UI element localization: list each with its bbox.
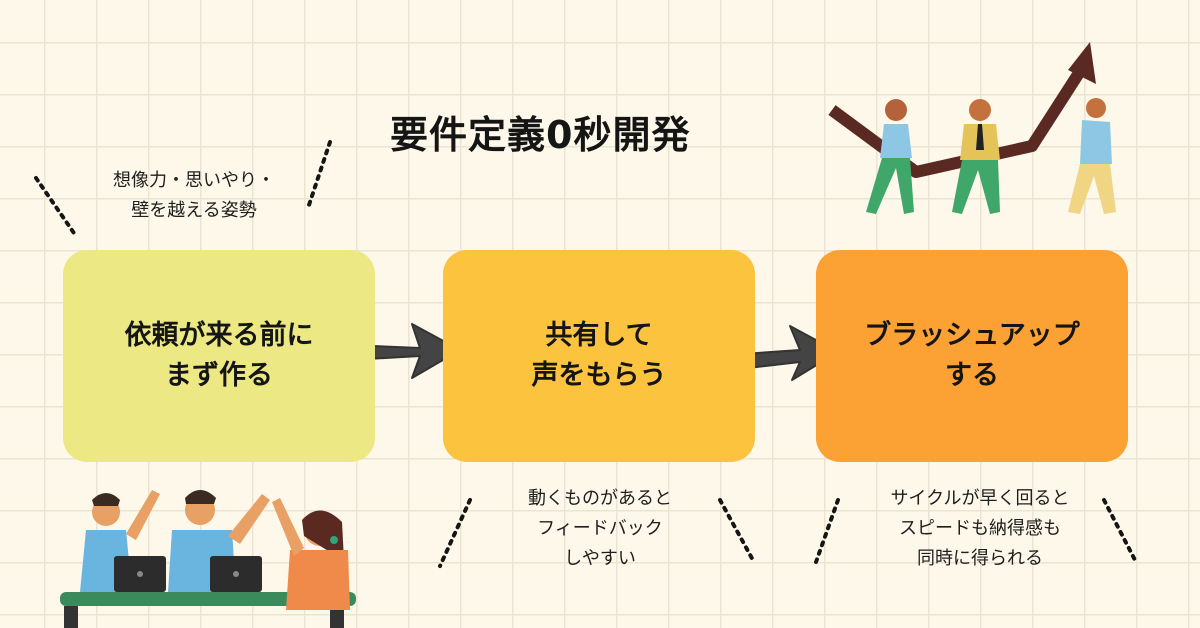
dotted-accent-note1-left (438, 498, 472, 568)
team-high-five-illustration (60, 490, 356, 628)
feedback-note-line: しやすい (564, 548, 636, 569)
dotted-accent-note1-right (718, 498, 756, 564)
feedback-note-line: フィードバック (537, 518, 663, 539)
step-2-line: 声をもらう (531, 360, 667, 391)
step-card-3: ブラッシュアップ する (816, 250, 1128, 462)
cycle-note-line: スピードも納得感も (899, 518, 1061, 539)
step-card-2: 共有して 声をもらう (443, 250, 755, 462)
step-2-line: 共有して (545, 320, 653, 351)
dotted-accent-note2-right (1102, 498, 1138, 564)
team-lifting-arrow-illustration (828, 42, 1116, 214)
step-1-line: 依頼が来る前に (124, 320, 314, 351)
page-title: 要件定義0秒開発 (390, 113, 691, 157)
step-card-1: 依頼が来る前に まず作る (63, 250, 375, 462)
step-1-line: まず作る (165, 360, 273, 391)
top-note: 想像力・思いやり・ 壁を越える姿勢 (74, 166, 314, 226)
dotted-accent-right (306, 140, 332, 210)
feedback-note: 動くものがあると フィードバック しやすい (480, 484, 720, 574)
top-note-line: 壁を越える姿勢 (131, 200, 257, 221)
step-3-line: する (945, 360, 999, 391)
dotted-accent-note2-left (814, 498, 840, 564)
cycle-note: サイクルが早く回ると スピードも納得感も 同時に得られる (848, 484, 1112, 574)
dotted-accent-left (34, 176, 78, 238)
step-3-line: ブラッシュアップ (864, 320, 1080, 351)
top-note-line: 想像力・思いやり・ (113, 170, 275, 191)
trend-up-arrow-icon (828, 58, 1092, 178)
cycle-note-line: サイクルが早く回ると (890, 488, 1070, 509)
feedback-note-line: 動くものがあると (528, 488, 672, 509)
cycle-note-line: 同時に得られる (917, 548, 1043, 569)
